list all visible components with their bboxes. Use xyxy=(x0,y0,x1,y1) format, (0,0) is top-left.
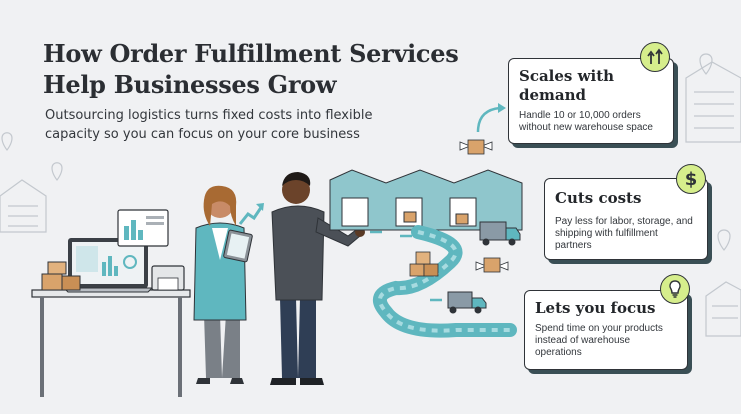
truck-lower xyxy=(447,291,487,314)
bg-pin-right2-icon xyxy=(717,229,731,251)
box-stack xyxy=(409,251,439,277)
benefit-card-focus: Lets you focus Spend time on your produc… xyxy=(524,290,688,370)
benefit-title: Scales with demand xyxy=(519,67,615,104)
truck-upper xyxy=(479,221,521,246)
growth-arrows-glyph xyxy=(647,48,663,64)
growth-arrows-icon xyxy=(640,42,670,72)
page-title: How Order Fulfillment Services Help Busi… xyxy=(43,39,459,99)
flying-box-mid xyxy=(475,257,509,273)
page-subtitle: Outsourcing logistics turns fixed costs … xyxy=(45,108,373,142)
background-decor xyxy=(0,53,741,337)
benefit-description: Spend time on your products instead of w… xyxy=(535,323,663,358)
desk xyxy=(31,289,191,397)
benefit-title: Cuts costs xyxy=(555,189,642,207)
benefit-card-costs: Cuts costs Pay less for labor, storage, … xyxy=(544,178,708,260)
bg-warehouse-right2-icon xyxy=(705,281,741,337)
bg-warehouse-left-icon xyxy=(0,179,47,233)
arrowhead-icon xyxy=(498,103,506,113)
lightbulb-icon xyxy=(660,274,690,304)
benefit-card-scales: Scales with demand Handle 10 or 10,000 o… xyxy=(508,58,674,144)
flow-arrows xyxy=(370,106,501,302)
flying-box-top xyxy=(459,139,493,155)
bg-pin-left2-icon xyxy=(1,132,13,151)
delivery-path xyxy=(373,225,517,338)
bg-warehouse-right-icon xyxy=(685,61,741,143)
benefit-description: Pay less for labor, storage, and shippin… xyxy=(555,216,693,251)
benefit-title: Lets you focus xyxy=(535,299,656,317)
bg-pin-left-icon xyxy=(51,162,63,181)
laptop xyxy=(62,238,154,293)
man-figure xyxy=(270,172,365,385)
dollar-sign-icon: $ xyxy=(676,164,706,194)
desk-boxes xyxy=(41,261,81,291)
printer xyxy=(151,265,185,291)
bg-pin-right-icon xyxy=(699,53,713,75)
woman-figure xyxy=(193,185,253,384)
monitor xyxy=(117,209,169,247)
lightbulb-glyph xyxy=(669,280,681,298)
growth-arrow-icon xyxy=(238,203,264,225)
benefit-description: Handle 10 or 10,000 orders without new w… xyxy=(519,110,653,133)
warehouse xyxy=(329,169,523,231)
